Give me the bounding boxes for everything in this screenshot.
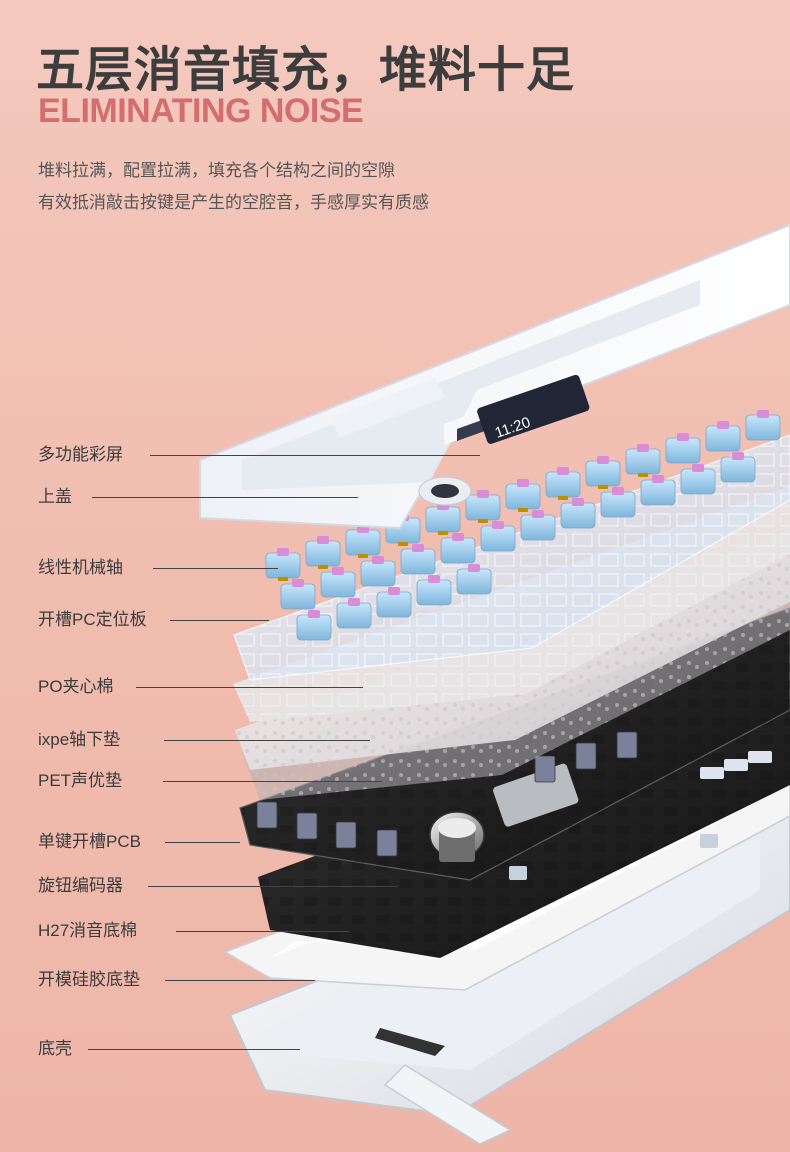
layer-text: 底壳 [38,1039,72,1058]
english-subtitle: ELIMINATING NOISE [38,92,364,130]
layer-text: 多功能彩屏 [38,445,123,464]
layer-label-knob: 旋钮编码器 [38,874,123,898]
layer-text: 开槽PC定位板 [38,610,147,629]
layer-label-bottom-case: 底壳 [38,1037,72,1061]
top-cover-layer: 11:20 [199,223,790,530]
leader-line [88,1049,300,1050]
layer-label-po-foam: PO夹心棉 [38,675,114,699]
switches-layer [265,410,781,641]
layer-label-silicone-pad: 开模硅胶底垫 [38,968,140,992]
layer-label-pet: PET声优垫 [38,769,122,793]
layer-label-pcb: 单键开槽PCB [38,830,141,854]
layer-text: 线性机械轴 [38,558,123,577]
layer-text: PO夹心棉 [38,677,114,696]
leader-line [164,740,370,741]
layer-label-switches: 线性机械轴 [38,556,123,580]
leader-line [163,781,382,782]
layer-text: ixpe轴下垫 [38,730,121,749]
layer-label-top-cover: 上盖 [38,485,72,509]
description-line: 堆料拉满，配置拉满，填充各个结构之间的空隙 [38,161,395,180]
layer-label-bottom-foam: H27消音底棉 [38,919,137,943]
leader-line [176,931,349,932]
layer-label-plate: 开槽PC定位板 [38,608,147,632]
leader-line [153,568,278,569]
exploded-keyboard-illustration: 11:20 [199,223,790,1145]
leader-line [170,620,269,621]
leader-line [165,842,240,843]
layer-text: 单键开槽PCB [38,832,141,851]
leader-line [150,455,480,456]
description-block: 堆料拉满，配置拉满，填充各个结构之间的空隙 有效抵消敲击按键是产生的空腔音，手感… [38,155,429,219]
rotary-knob-icon [429,811,485,862]
leader-line [92,497,358,498]
page-title: 五层消音填充，堆料十足 [36,44,576,97]
layer-text: H27消音底棉 [38,921,138,940]
layer-label-ixpe: ixpe轴下垫 [38,728,120,752]
layer-label-display: 多功能彩屏 [38,443,123,467]
description-line: 有效抵消敲击按键是产生的空腔音，手感厚实有质感 [38,193,429,212]
leader-line [148,886,398,887]
leader-line [165,980,315,981]
leader-line [136,687,363,688]
layer-text: 开模硅胶底垫 [38,970,140,989]
layer-text: 上盖 [38,487,72,506]
layer-text: PET声优垫 [38,771,123,790]
layer-text: 旋钮编码器 [38,876,123,895]
